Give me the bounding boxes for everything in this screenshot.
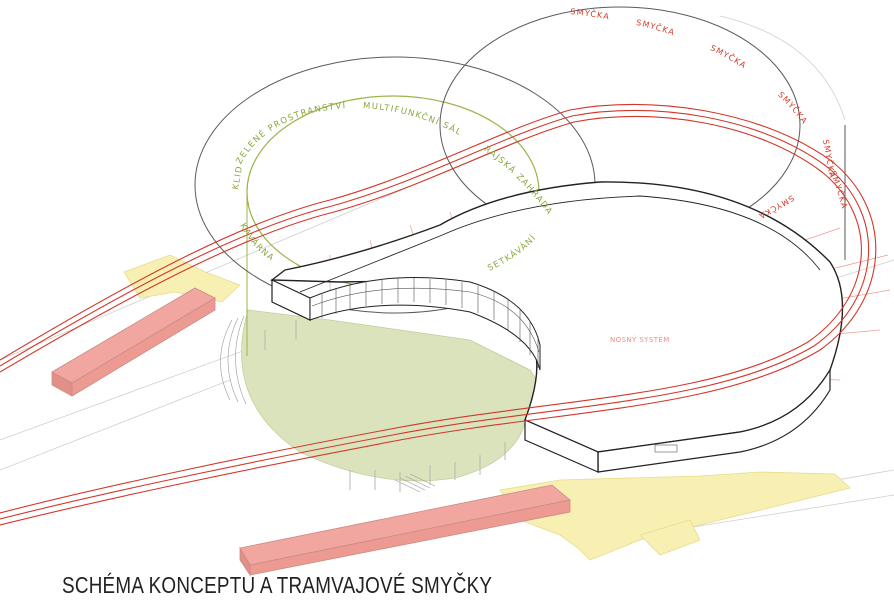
- loop-label: SMYČKA: [709, 43, 748, 70]
- label-zelene-prostranstvi: ZELENÉ PROSTRANSTVÍ: [235, 99, 347, 166]
- facade-mullions: [311, 278, 540, 368]
- loop-label: SMYČKA: [776, 90, 809, 126]
- diagram-title: SCHÉMA KONCEPTU A TRAMVAJOVÉ SMYČKY: [62, 572, 493, 598]
- courtyard-columns: [264, 320, 506, 492]
- main-building: [270, 181, 844, 473]
- loop-label: SMYČKA: [570, 7, 611, 21]
- loop-label: SMYČKA: [635, 18, 676, 37]
- label-klid: KLID: [231, 165, 245, 191]
- tram-loop: [0, 103, 877, 526]
- structure-label: NOSNÝ SYSTÉM: [610, 335, 670, 344]
- label-kavarna: KAVÁRNA: [237, 222, 276, 264]
- pink-buildings: [51, 287, 571, 577]
- paving-areas: [123, 254, 851, 561]
- label-multifunkcni-sal: MULTIFUNKČNÍ SÁL: [363, 101, 464, 138]
